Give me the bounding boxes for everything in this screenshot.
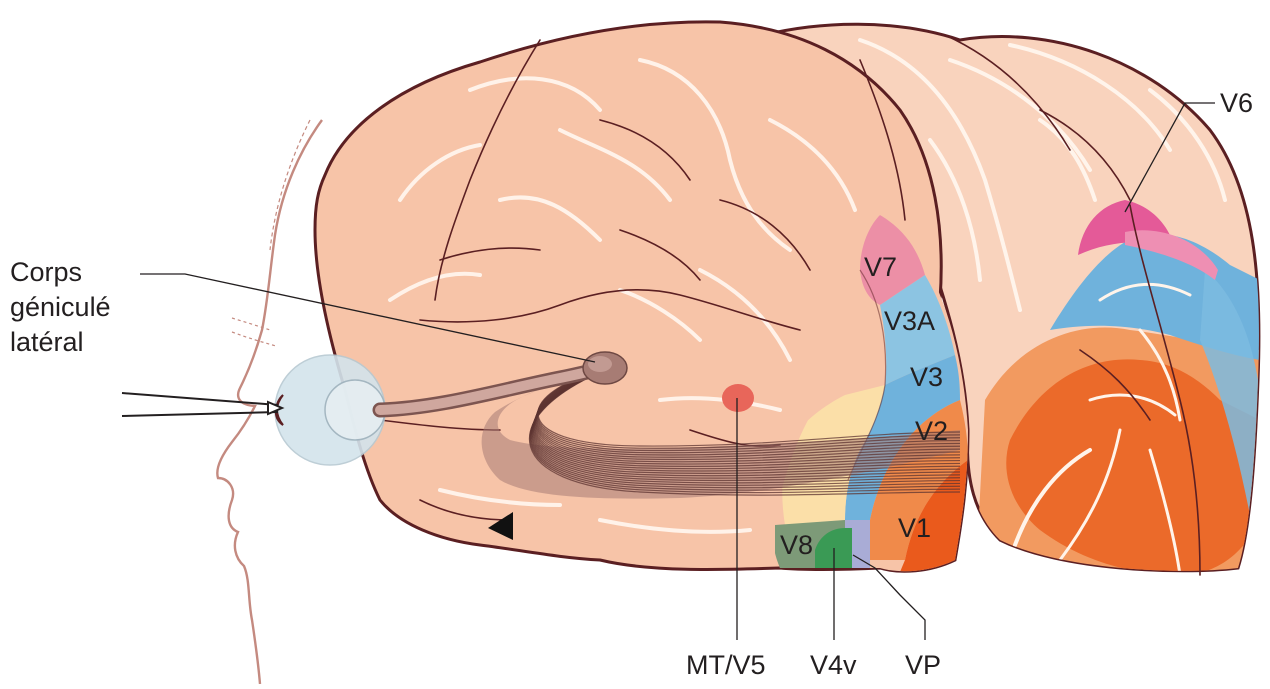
lgn-label-line2: géniculé [10,292,111,322]
v8-label: V8 [780,530,813,560]
vp-label: VP [905,650,941,680]
mt-v5-label: MT/V5 [686,650,766,680]
v3-label: V3 [910,362,943,392]
visual-input-arrow [122,393,282,416]
v1-label: V1 [898,513,931,543]
v6-label: V6 [1220,88,1253,118]
lgn-label-line1: Corps [10,257,82,287]
v7-label: V7 [864,252,897,282]
v4v-label: V4v [810,650,857,680]
v2-label: V2 [915,416,948,446]
v3a-label: V3A [884,306,935,336]
mt-v5-area [722,384,754,412]
lgn-label-line3: latéral [10,327,84,357]
